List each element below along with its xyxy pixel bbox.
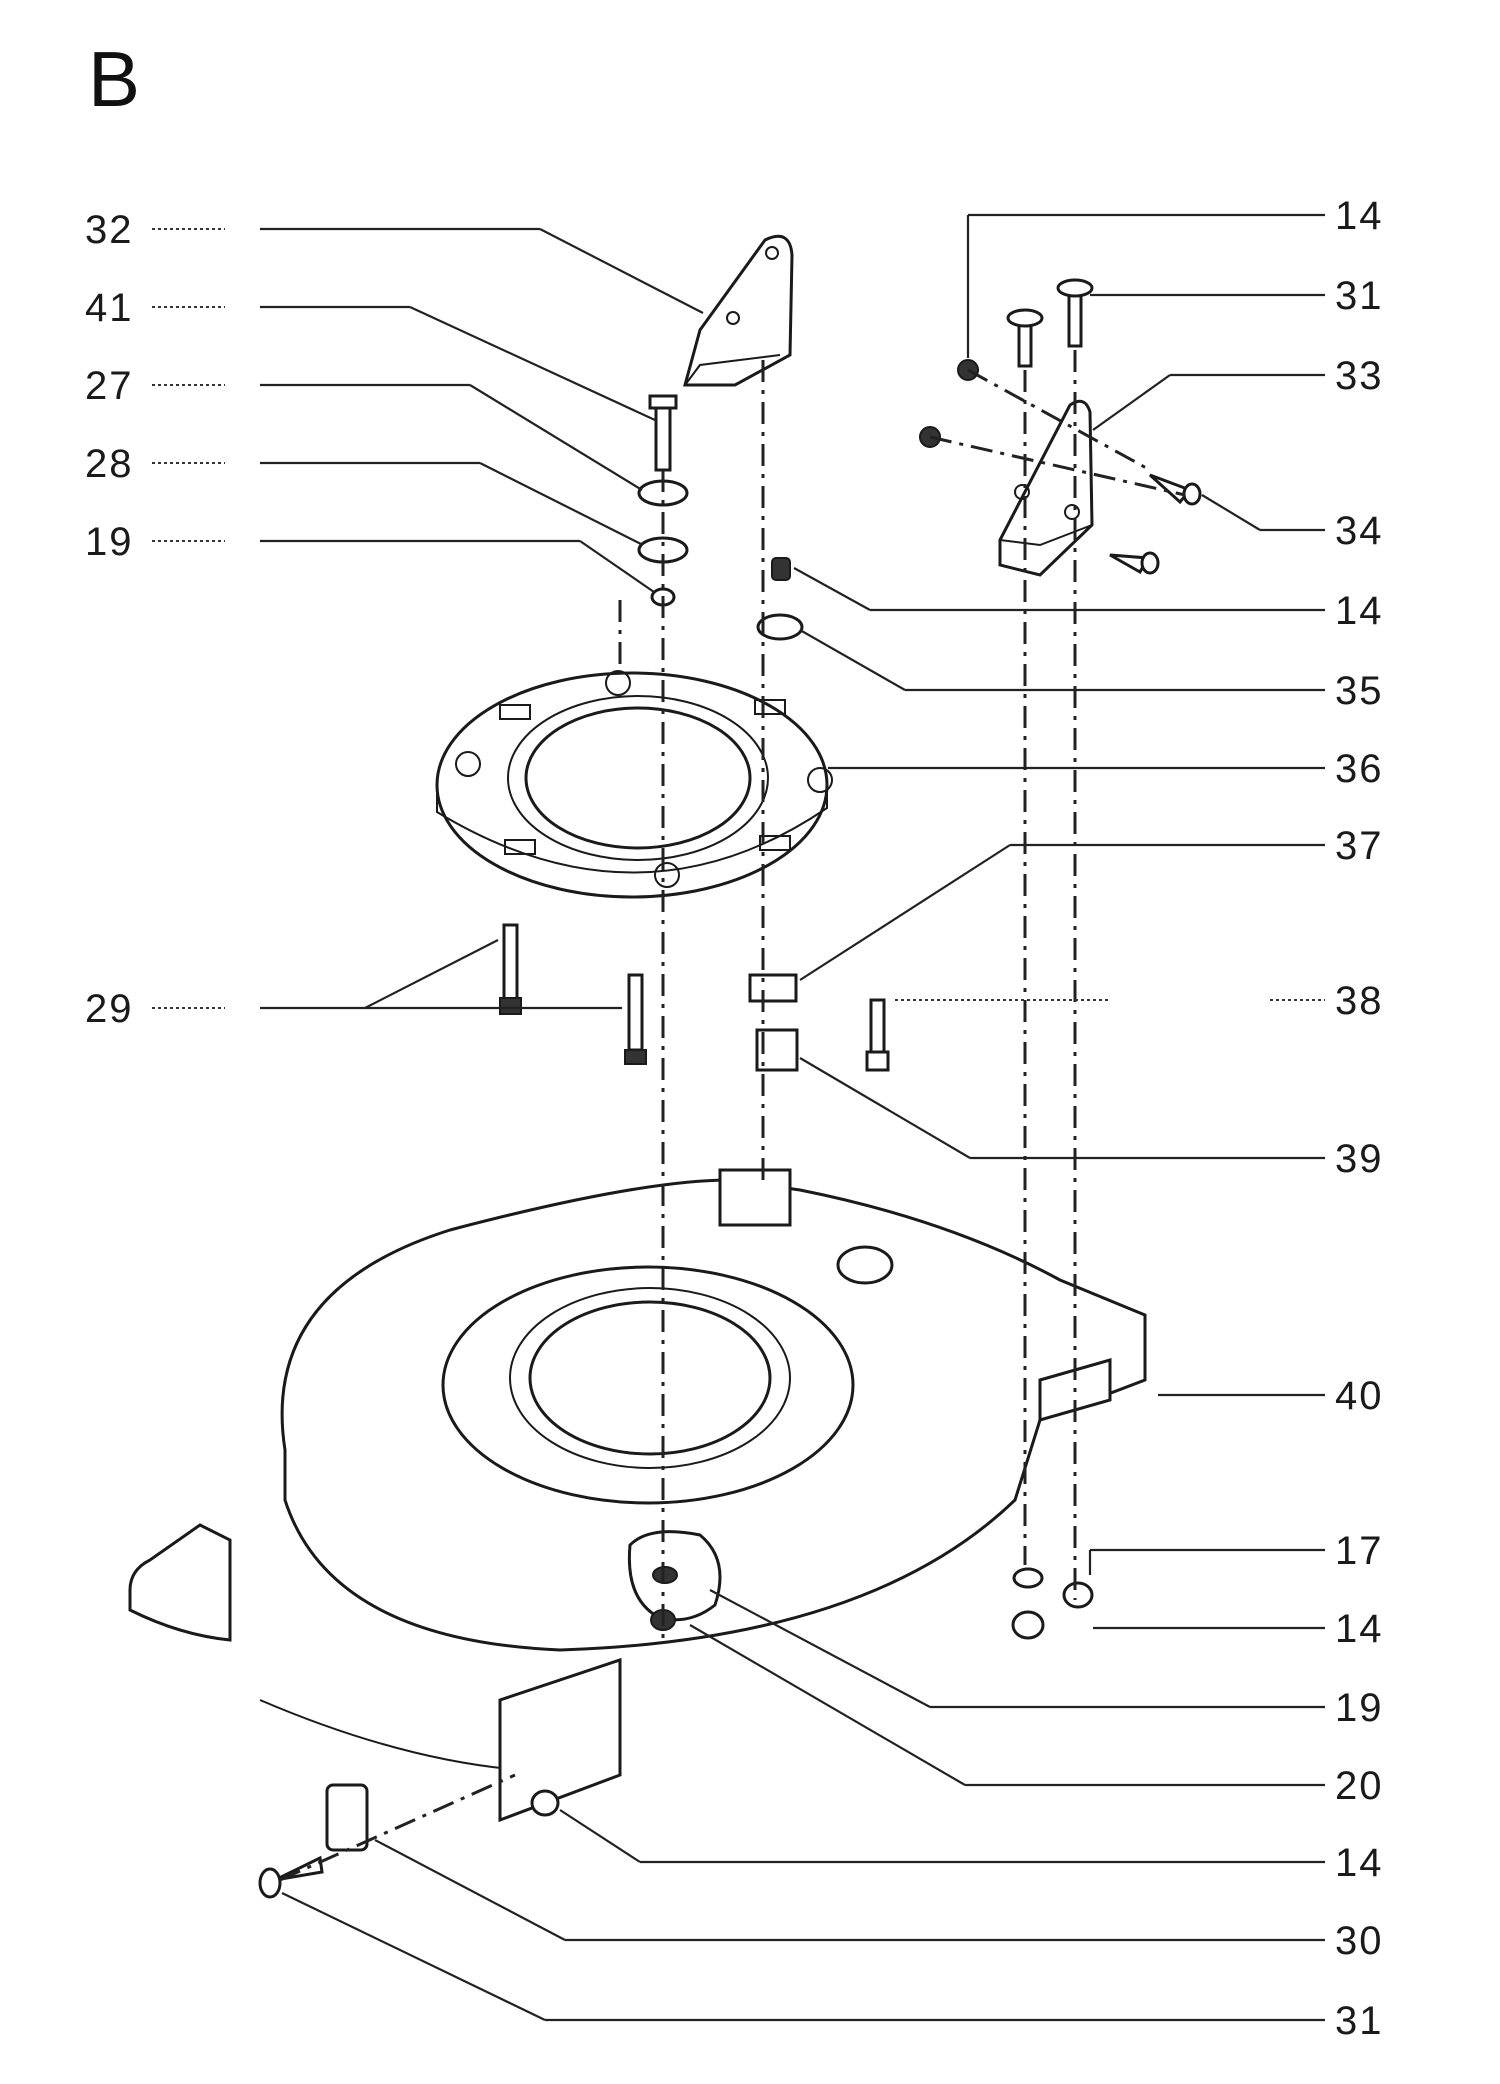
- parts-drawing: [128, 234, 1202, 1899]
- nut-14-bottom: [530, 1789, 560, 1817]
- callout-label: 33: [1335, 354, 1384, 398]
- clip-30: [325, 1783, 369, 1852]
- assembly-axes: [279, 350, 1186, 1882]
- callout-label: 35: [1335, 669, 1384, 713]
- screws-29: [499, 923, 647, 1065]
- screw-31-bottom: [258, 1855, 324, 1899]
- callout-label: 14: [1335, 1841, 1384, 1885]
- callout-label: 38: [1335, 979, 1384, 1023]
- bolts-31-top: [1006, 278, 1094, 368]
- callout-label: 37: [1335, 824, 1384, 868]
- callout-label: 40: [1335, 1374, 1384, 1418]
- callout-label: 17: [1335, 1529, 1384, 1573]
- callout-label: 19: [85, 520, 134, 564]
- callout-label: 41: [85, 286, 134, 330]
- callout-label: 14: [1335, 194, 1384, 238]
- deck-40: [128, 1168, 1147, 1823]
- bracket-32: [683, 234, 794, 387]
- callout-numbers: 32 41 27 28 19 29 14 31 33 34 14 35 36 3…: [85, 194, 1384, 2043]
- nut-14-top: [771, 557, 791, 581]
- callout-label: 31: [1335, 274, 1384, 318]
- callout-label: 14: [1335, 1607, 1384, 1651]
- callout-label: 31: [1335, 1999, 1384, 2043]
- section-letter: B: [88, 35, 140, 123]
- callout-label: 36: [1335, 747, 1384, 791]
- washer-35: [756, 613, 804, 641]
- bolt-41: [648, 394, 678, 472]
- clip-37: [748, 973, 798, 1003]
- screw-38: [865, 998, 890, 1072]
- callout-label: 19: [1335, 1686, 1384, 1730]
- callout-label: 14: [1335, 589, 1384, 633]
- leader-lines: [152, 213, 1325, 2022]
- callout-label: 34: [1335, 509, 1384, 553]
- bracket-33: [998, 399, 1094, 577]
- nut-14-lower-right-2: [1011, 1610, 1045, 1640]
- nut-14-lower-right: [1062, 1581, 1094, 1609]
- callout-label: 27: [85, 364, 134, 408]
- callout-label: 29: [85, 987, 134, 1031]
- callout-label: 39: [1335, 1137, 1384, 1181]
- callout-label: 28: [85, 442, 134, 486]
- callout-label: 20: [1335, 1764, 1384, 1808]
- callout-label: 30: [1335, 1919, 1384, 1963]
- washer-17: [1012, 1567, 1044, 1589]
- ring-plate-36: [435, 670, 833, 899]
- callout-label: 32: [85, 208, 134, 252]
